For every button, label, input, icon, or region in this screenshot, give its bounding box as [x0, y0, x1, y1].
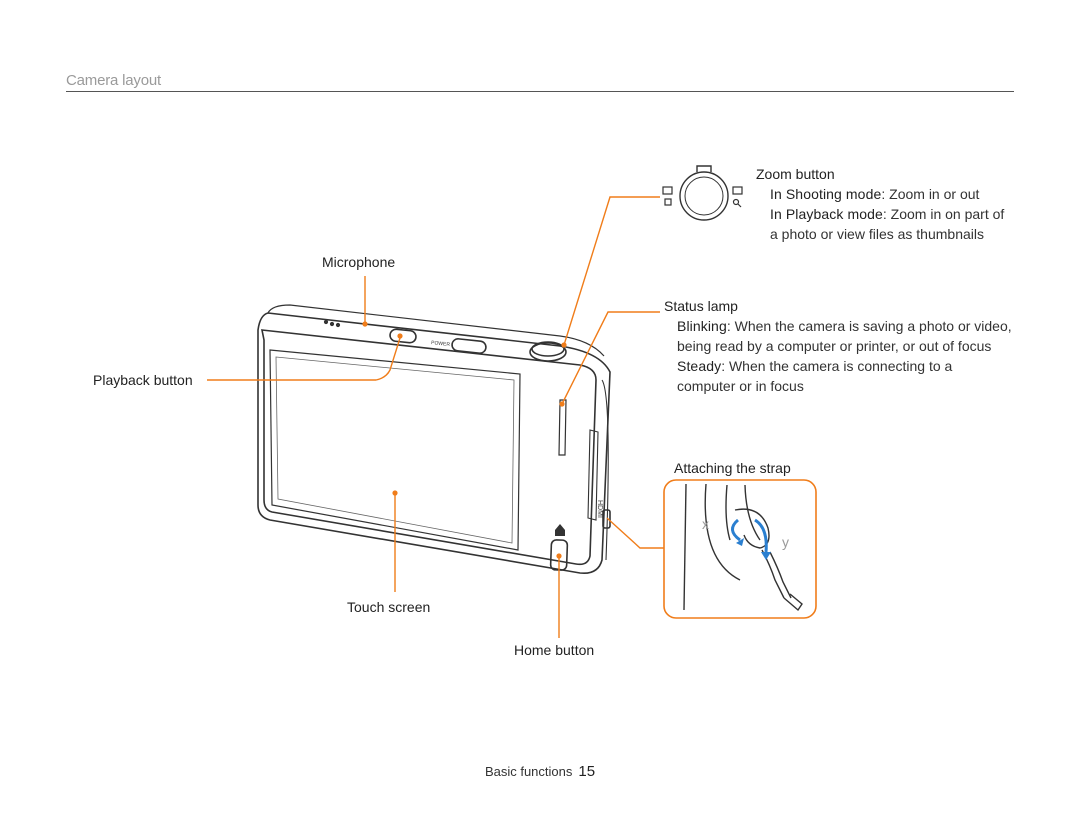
- status-steady-text-2: computer or in focus: [677, 378, 804, 394]
- zoom-playback-text-2: a photo or view files as thumbnails: [770, 226, 984, 242]
- status-blinking-desc-2: being read by a computer or printer, or …: [677, 336, 991, 356]
- page-section-title: Camera layout: [66, 72, 161, 89]
- zoom-shooting-desc: In Shooting mode: Zoom in or out: [770, 184, 979, 204]
- microphone-label: Microphone: [322, 254, 396, 270]
- section-divider: [66, 91, 1014, 92]
- status-steady-desc: Steady: When the camera is connecting to…: [677, 356, 952, 376]
- status-lamp-label: Status lamp: [664, 298, 738, 314]
- strap-arrows: [731, 518, 768, 553]
- status-blinking-text-2: being read by a computer or printer, or …: [677, 338, 992, 354]
- zoom-shooting-term: In Shooting mode: [770, 186, 882, 202]
- zoom-playback-desc-2: a photo or view files as thumbnails: [770, 224, 984, 244]
- strap-x-label: x: [702, 516, 709, 532]
- callout-dots: [362, 321, 567, 559]
- callout-lines: [207, 196, 664, 638]
- status-blinking-desc: Blinking: When the camera is saving a ph…: [677, 316, 1012, 336]
- playback-button-label: Playback button: [93, 372, 193, 388]
- power-text: POWER: [431, 340, 451, 348]
- hdmi-text: HDMI: [596, 500, 603, 518]
- strap-y-label: y: [782, 534, 789, 550]
- status-steady-term: Steady: [677, 358, 722, 374]
- zoom-button-label: Zoom button: [756, 166, 835, 182]
- zoom-shooting-text: : Zoom in or out: [881, 186, 980, 202]
- strap-inset-frame: [663, 479, 817, 619]
- status-steady-desc-2: computer or in focus: [677, 376, 804, 396]
- home-button-label: Home button: [514, 642, 595, 658]
- status-blinking-term: Blinking: [677, 318, 727, 334]
- arrow-x-head: [736, 538, 744, 546]
- page-footer: Basic functions 15: [0, 763, 1080, 780]
- arrow-y-head: [761, 552, 771, 560]
- attaching-strap-label: Attaching the strap: [674, 460, 791, 476]
- strap-illustration: [683, 483, 803, 612]
- zoom-playback-desc: In Playback mode: Zoom in on part of: [770, 204, 1004, 224]
- page-number: 15: [578, 763, 596, 780]
- zoom-playback-term: In Playback mode: [770, 206, 883, 222]
- status-steady-text: : When the camera is connecting to a: [721, 358, 953, 374]
- zoom-button-detail: [662, 165, 743, 221]
- status-blinking-text: : When the camera is saving a photo or v…: [726, 318, 1012, 334]
- footer-section: Basic functions: [484, 764, 573, 779]
- touch-screen-label: Touch screen: [347, 599, 431, 615]
- zoom-playback-text: : Zoom in on part of: [882, 206, 1005, 222]
